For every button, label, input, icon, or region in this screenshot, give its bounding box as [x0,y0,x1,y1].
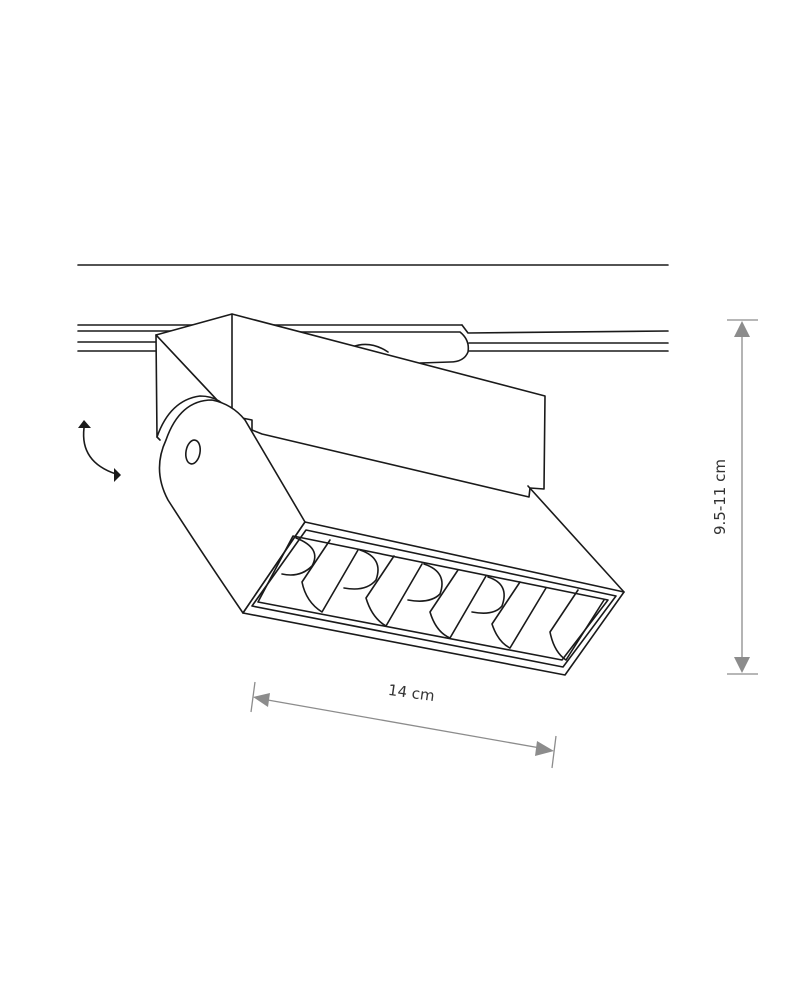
pivot-screw-icon [184,439,202,465]
track-rail [77,324,669,364]
led-head [242,521,625,676]
adapter-housing [155,313,546,498]
curved-double-arrow-icon [78,420,121,482]
swivel-arm [158,399,625,614]
led-cells [281,537,605,661]
height-dimension [727,319,758,675]
height-dimension-label: 9.5-11 cm [711,459,729,535]
length-dimension [250,681,557,769]
